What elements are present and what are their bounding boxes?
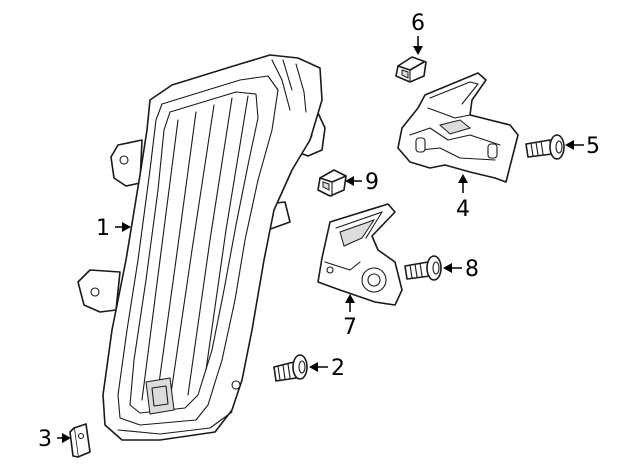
callout-labels: 1 2 3 4 5 6 7 8 9: [38, 11, 600, 452]
callout-leaders: [57, 36, 584, 443]
bracket-4-part: [397, 72, 519, 183]
callout-8-label: 8: [465, 257, 479, 282]
clip-6-part: [395, 56, 427, 83]
bolt-5-part: [525, 134, 565, 160]
screw-2-part: [273, 354, 308, 382]
callout-9-label: 9: [365, 170, 379, 195]
callout-1-label: 1: [96, 216, 110, 241]
lamp-assembly-part: [77, 54, 326, 441]
callout-3-label: 3: [38, 427, 52, 452]
clip-9-part: [317, 169, 347, 197]
callout-6-label: 6: [411, 11, 425, 36]
clip-nut-3-part: [69, 423, 91, 458]
bolt-8-part: [404, 255, 442, 281]
bracket-7-part: [317, 203, 403, 306]
callout-7-label: 7: [343, 315, 357, 340]
callout-4-label: 4: [456, 197, 470, 222]
callout-2-label: 2: [331, 356, 345, 381]
callout-5-label: 5: [586, 134, 600, 159]
